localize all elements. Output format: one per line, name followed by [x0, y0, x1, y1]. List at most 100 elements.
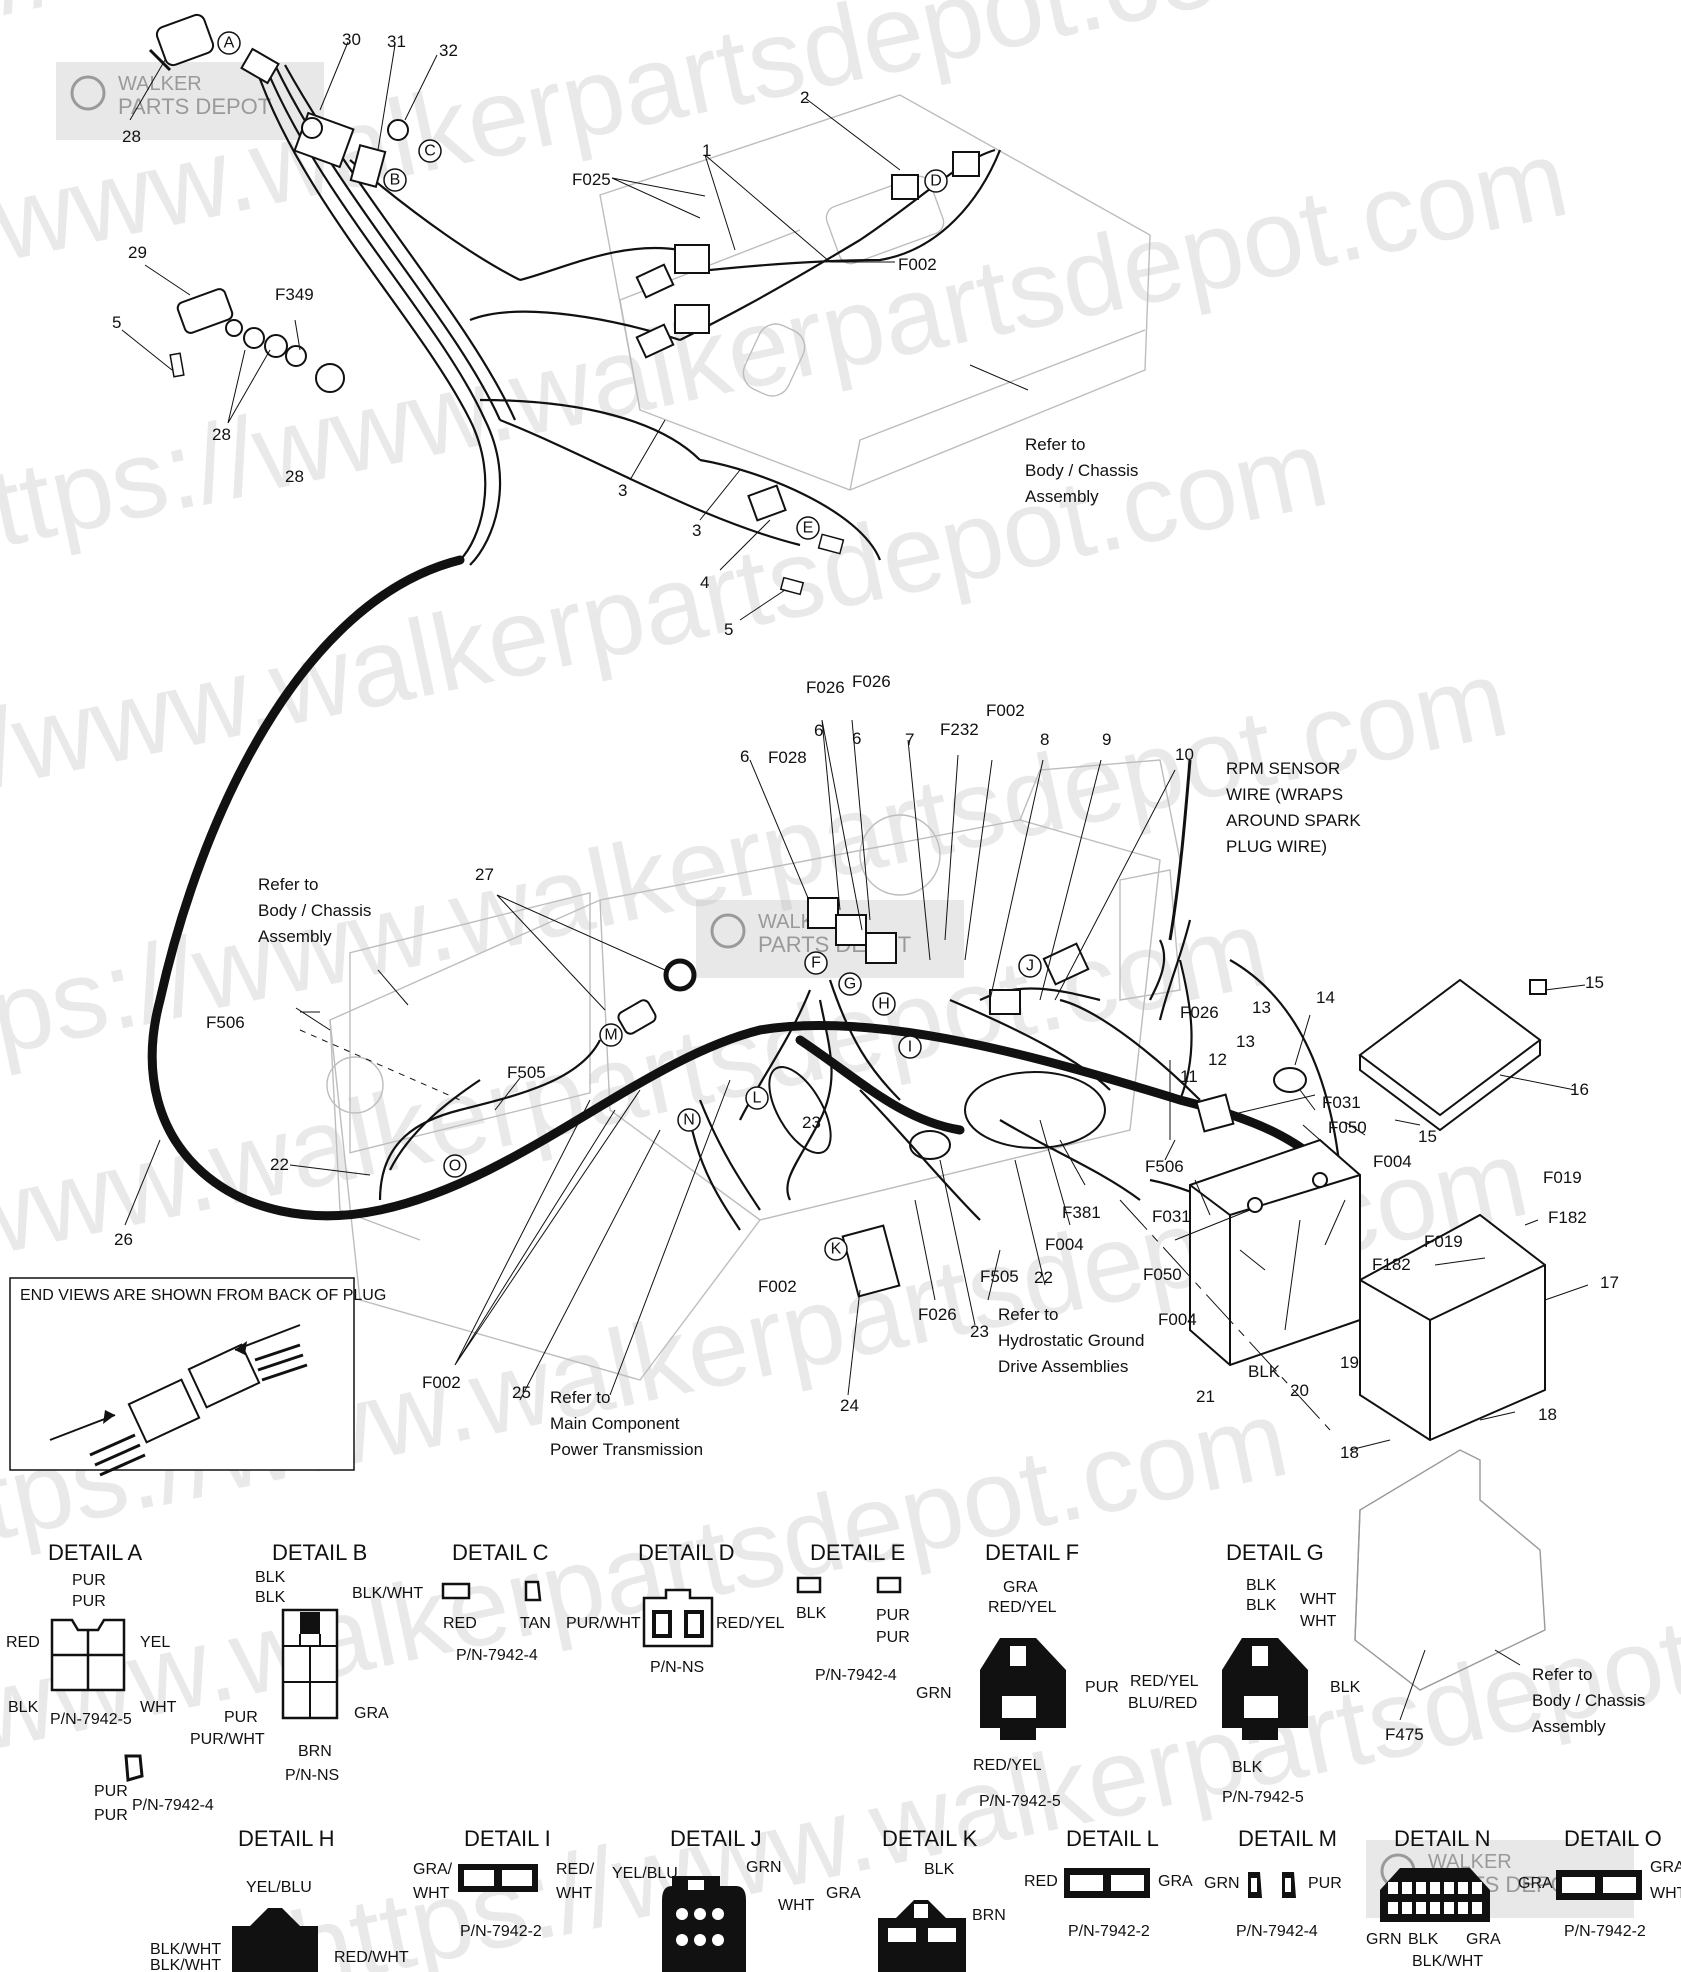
part-number-text: P/N-7942-5 — [50, 1711, 132, 1728]
wire-color-label: BLK/WHT — [352, 1585, 423, 1602]
fastener-label: F031 — [1152, 1207, 1191, 1226]
part-number-label: 22 — [270, 1155, 289, 1174]
callout-o-text: O — [449, 1158, 461, 1175]
fastener-label: F028 — [768, 748, 807, 767]
note-line: Refer to — [998, 1305, 1058, 1324]
detail-i: DETAIL I GRA/ WHT RED/ WHT P/N-7942-2 — [413, 1826, 595, 1940]
part-number-label: 27 — [475, 865, 494, 884]
main-harness — [147, 555, 1345, 1221]
wire-color-label: BLK — [1330, 1679, 1361, 1696]
fastener-label: F050 — [1143, 1265, 1182, 1284]
callout-i: I — [898, 1035, 922, 1059]
part-number-label: 8 — [1040, 730, 1049, 749]
fastener-label: F019 — [1543, 1168, 1582, 1187]
switch-4 — [747, 484, 845, 596]
wire-color-label: WHT — [413, 1885, 450, 1902]
fastener-label: F182 — [1548, 1208, 1587, 1227]
end-views-legend: END VIEWS ARE SHOWN FROM BACK OF PLUG — [9, 1277, 386, 1477]
note-line: Drive Assemblies — [998, 1357, 1128, 1376]
fastener-label: F050 — [1328, 1118, 1367, 1137]
part-number-text: P/N-7942-5 — [1222, 1789, 1304, 1806]
callout-f-text: F — [811, 955, 821, 972]
callout-j-text: J — [1026, 958, 1034, 975]
fastener-label: F002 — [986, 701, 1025, 720]
fastener-label: F002 — [898, 255, 937, 274]
fastener-label: F025 — [572, 170, 611, 189]
callout-n-text: N — [683, 1112, 695, 1129]
part-number-label: 28 — [285, 467, 304, 486]
part-number-label: 28 — [122, 127, 141, 146]
wire-color-label: RED/YEL — [716, 1615, 785, 1632]
part-number-label: 21 — [1196, 1387, 1215, 1406]
part-number-label: 28 — [212, 425, 231, 444]
callout-h-text: H — [878, 996, 890, 1013]
end-views-caption: END VIEWS ARE SHOWN FROM BACK OF PLUG — [20, 1287, 386, 1304]
wire-color-label: RED/ — [556, 1861, 595, 1878]
wire-color-label: BLK — [8, 1699, 39, 1716]
note-line: Power Transmission — [550, 1440, 703, 1459]
part-number-label: 3 — [692, 521, 701, 540]
wire-color-label: PUR — [72, 1593, 106, 1610]
callout-j: J — [1018, 954, 1042, 978]
callout-k-text: K — [831, 1241, 842, 1258]
callout-d: D — [924, 169, 948, 193]
dashed-reference-line — [299, 1029, 1331, 1431]
detail-n-title: DETAIL N — [1394, 1826, 1491, 1851]
note-refer-body-3: Refer to Body / Chassis Assembly — [1532, 1665, 1645, 1736]
wire-color-label: GRA — [1650, 1859, 1681, 1876]
wire-color-label: BLK — [1246, 1597, 1277, 1614]
wire-color-label: BLK — [1408, 1931, 1439, 1948]
fastener-label: F026 — [918, 1305, 957, 1324]
wire-color-label: YEL — [140, 1634, 170, 1651]
part-number-label: 23 — [802, 1113, 821, 1132]
wire-color-label: PUR — [1308, 1875, 1342, 1892]
switch-30 — [293, 111, 355, 169]
detail-m: DETAIL M GRN PUR P/N-7942-4 — [1204, 1826, 1342, 1940]
harness-plug-a — [240, 47, 280, 85]
detail-o-title: DETAIL O — [1564, 1826, 1662, 1851]
wire-color-label: PUR — [94, 1807, 128, 1824]
part-number-label: 14 — [1316, 988, 1335, 1007]
callout-e-text: E — [803, 520, 814, 537]
callout-a-text: A — [224, 35, 235, 52]
wire-color-label: YEL/BLU — [246, 1879, 312, 1896]
note-refer-hydro: Refer to Hydrostatic Ground Drive Assemb… — [998, 1305, 1144, 1376]
part-number-label: 30 — [342, 30, 361, 49]
buzzer-14 — [1273, 1067, 1307, 1093]
switch-29 — [169, 288, 345, 393]
part-number-text: P/N-7942-2 — [1564, 1923, 1646, 1940]
part-number-text: P/N-7942-4 — [132, 1797, 214, 1814]
callout-g-text: G — [844, 976, 856, 993]
part-number-label: 13 — [1252, 998, 1271, 1017]
callout-e: E — [796, 516, 820, 540]
callout-o: O — [443, 1154, 467, 1178]
wire-color-label: GRA — [354, 1705, 389, 1722]
detail-n: DETAIL N GRN BLK GRA BLK/WHT — [1366, 1826, 1501, 1970]
detail-d-title: DETAIL D — [638, 1540, 735, 1565]
wire-color-label: WHT — [778, 1897, 815, 1914]
wire-color-label: YEL/BLU — [612, 1865, 678, 1882]
fastener-label: F506 — [1145, 1157, 1184, 1176]
detail-a-title: DETAIL A — [48, 1540, 142, 1565]
callout-n: N — [677, 1108, 701, 1132]
fastener-label: F004 — [1158, 1310, 1197, 1329]
detail-f: DETAIL F GRA RED/YEL GRN PUR RED/YEL P/N… — [916, 1540, 1119, 1810]
logo-top-text: WALKER — [118, 73, 202, 95]
part-number-text: P/N-7942-5 — [979, 1793, 1061, 1810]
detail-g: DETAIL G BLK BLK WHT WHT RED/YEL BLU/RED… — [1128, 1540, 1361, 1806]
note-line: Body / Chassis — [258, 901, 371, 920]
wire-color-label: WHT — [1300, 1591, 1337, 1608]
ignition-key-switch — [148, 13, 215, 72]
detail-j: DETAIL J YEL/BLU GRN WHT — [612, 1826, 815, 1972]
part-number-text: P/N-7942-4 — [456, 1647, 538, 1664]
part-number-label: 15 — [1585, 973, 1604, 992]
detail-e-title: DETAIL E — [810, 1540, 905, 1565]
note-refer-main: Refer to Main Component Power Transmissi… — [550, 1388, 703, 1459]
part-number-label: 2 — [800, 88, 809, 107]
fastener-label: F004 — [1373, 1152, 1412, 1171]
detail-g-title: DETAIL G — [1226, 1540, 1324, 1565]
indicator-light-32 — [387, 119, 409, 141]
note-line: Main Component — [550, 1414, 680, 1433]
fastener-labels: F025 F002 F349 F026 F026 F028 F232 F002 … — [206, 170, 1587, 1744]
wire-color-label: PUR — [1085, 1679, 1119, 1696]
